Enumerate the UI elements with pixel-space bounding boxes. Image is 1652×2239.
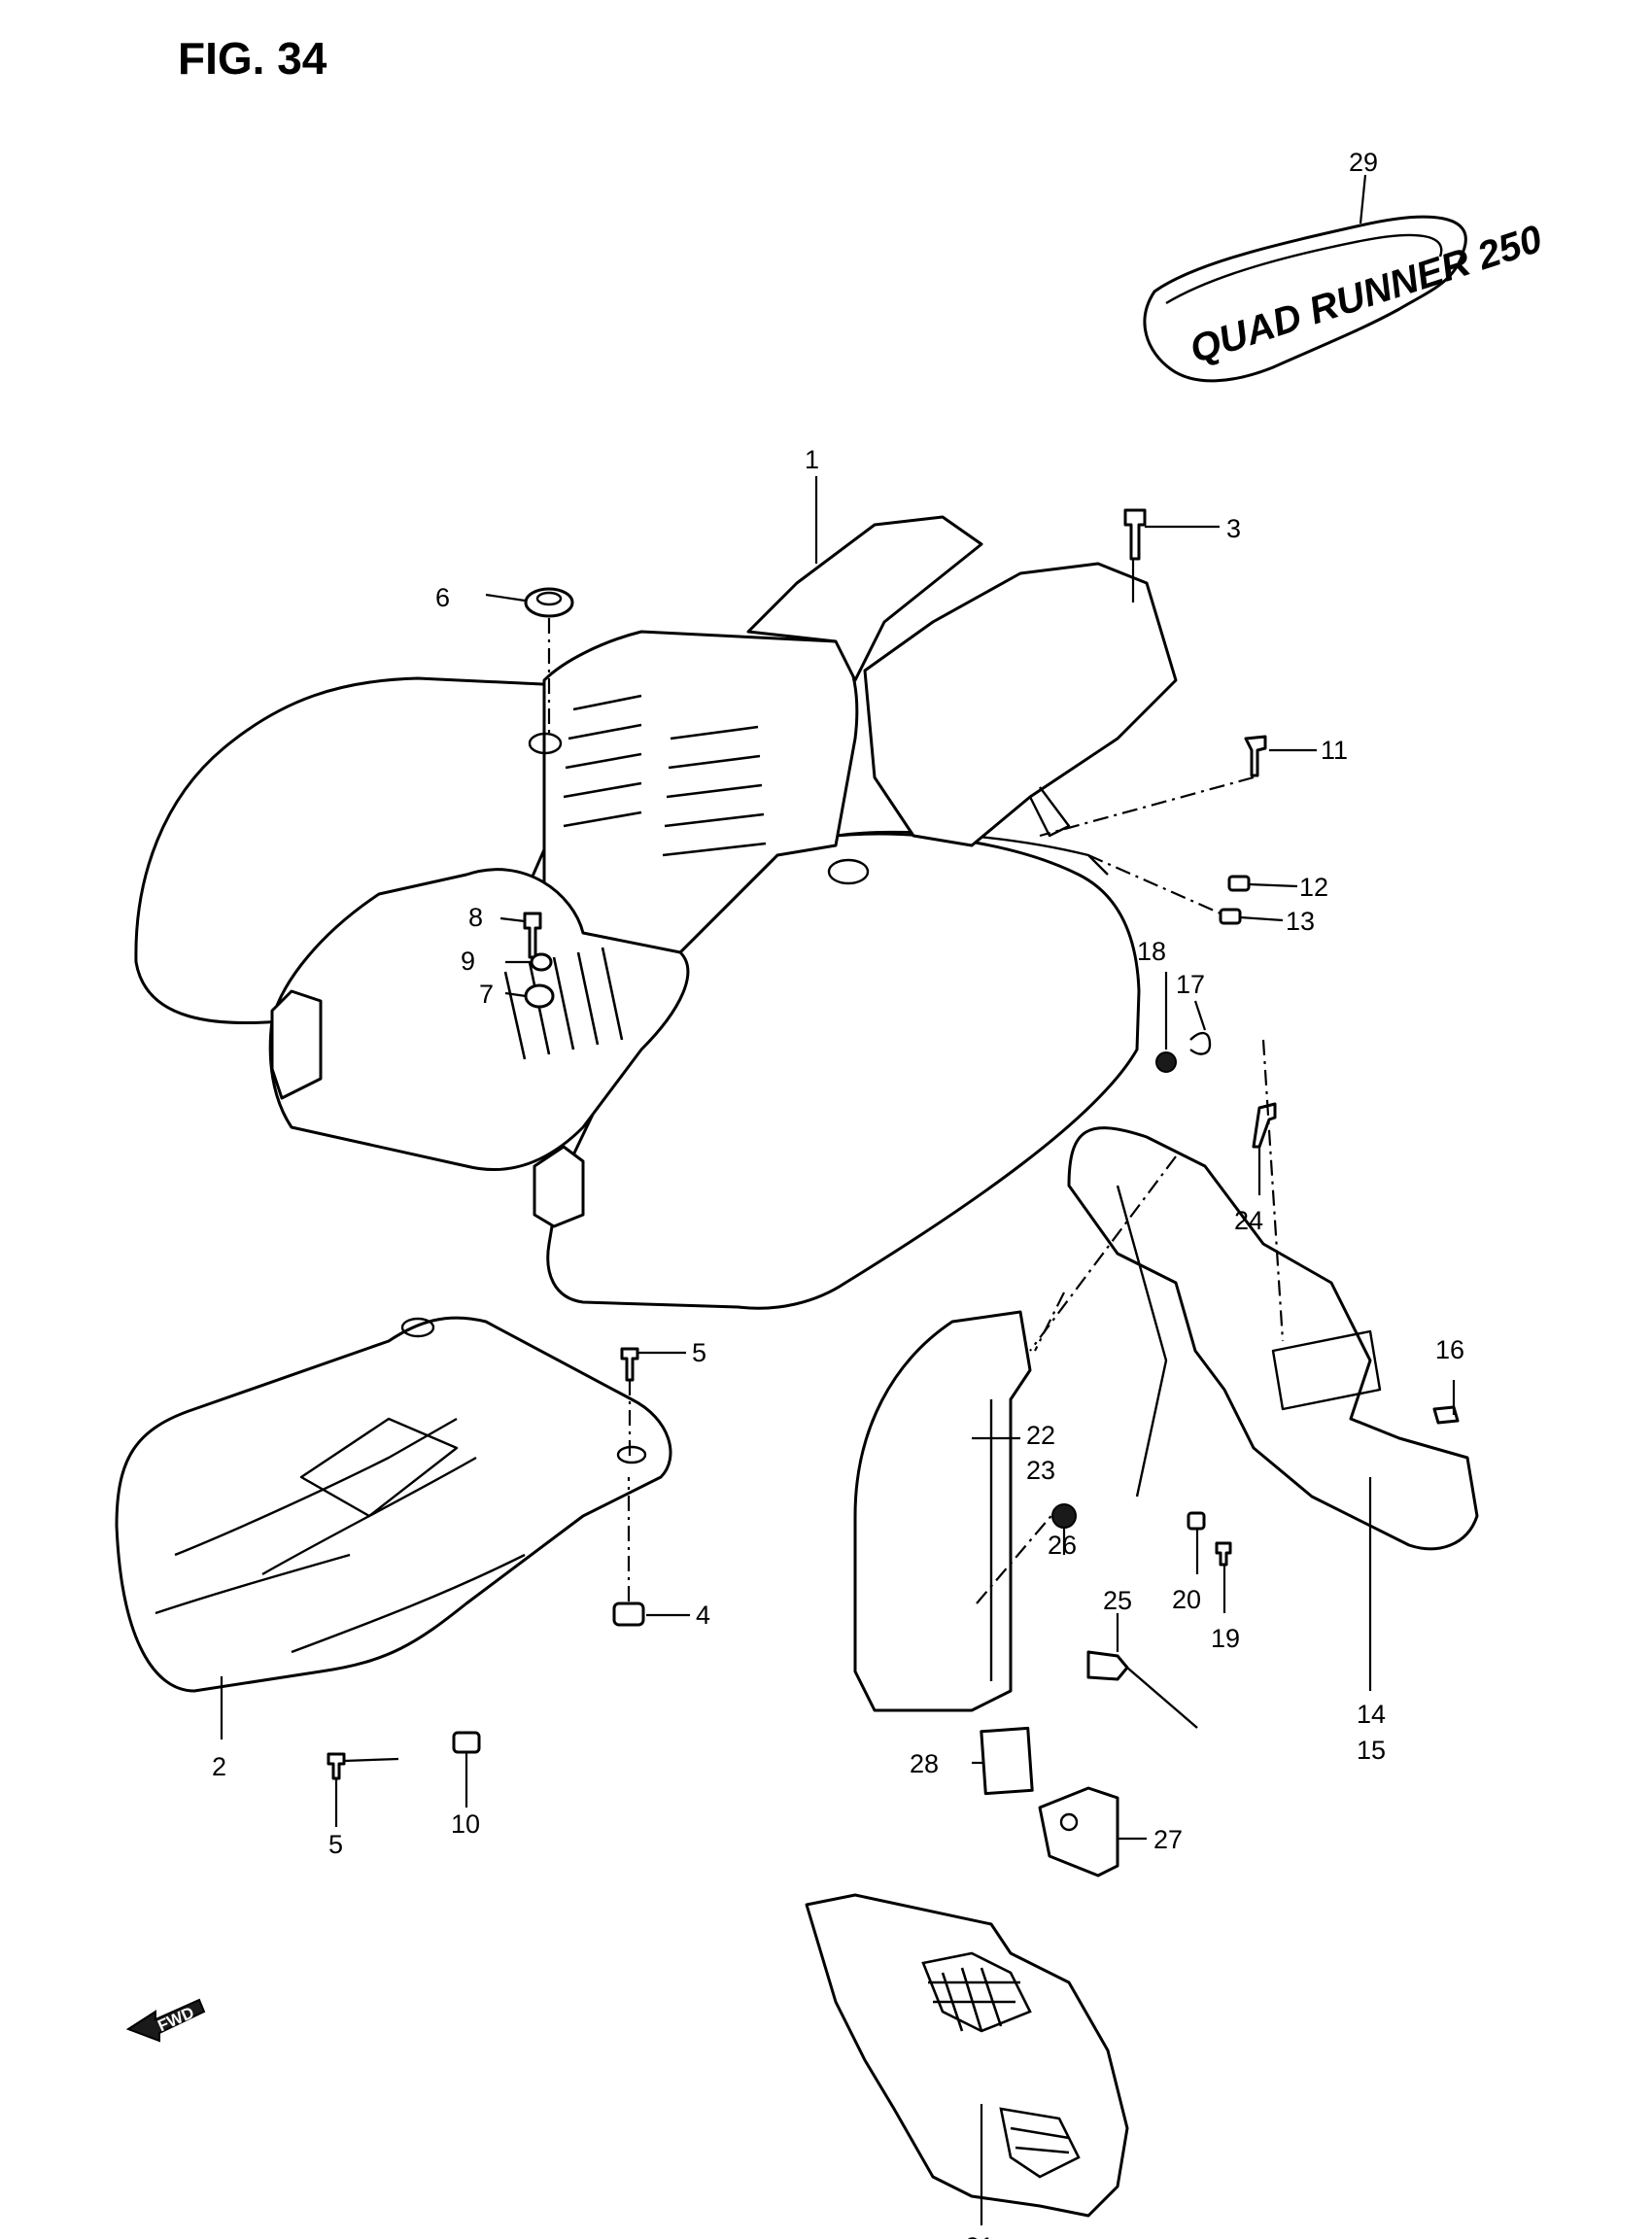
cover-2	[115, 1316, 672, 1693]
lower-panel-21	[805, 1893, 1129, 2218]
leader-lines	[220, 174, 1456, 2225]
callout-27: 27	[1153, 1825, 1183, 1854]
callout-15: 15	[1357, 1736, 1386, 1765]
callout-9: 9	[461, 947, 475, 976]
callout-1: 1	[805, 445, 819, 474]
logo-decal-29: QUAD RUNNER 250	[1143, 215, 1547, 383]
callout-2: 2	[212, 1752, 226, 1781]
callout-28: 28	[910, 1749, 939, 1778]
callout-24: 24	[1234, 1206, 1263, 1235]
bracket-27	[1038, 1786, 1119, 1877]
front-fender-1	[134, 515, 1178, 1310]
callout-14: 14	[1357, 1700, 1386, 1729]
callout-4: 4	[696, 1601, 710, 1630]
callout-21: 21	[965, 2232, 994, 2239]
callout-7: 7	[479, 980, 494, 1009]
side-panel-14	[1067, 1126, 1479, 1551]
callout-29: 29	[1349, 148, 1378, 177]
callout-17: 17	[1176, 970, 1205, 999]
callout-12: 12	[1299, 873, 1328, 902]
callout-19: 19	[1211, 1624, 1240, 1653]
callout-18: 18	[1137, 937, 1166, 966]
callout-22: 22	[1026, 1421, 1055, 1450]
forward-arrow-icon: FWD	[125, 1998, 206, 2043]
side-guard-22	[853, 1310, 1032, 1712]
hardware	[327, 508, 1460, 1780]
callout-5-lower: 5	[328, 1830, 343, 1859]
callout-8: 8	[468, 903, 483, 932]
callout-3: 3	[1226, 514, 1241, 543]
figure-title: FIG. 34	[178, 33, 327, 84]
pad-28	[980, 1726, 1034, 1796]
callout-26: 26	[1048, 1531, 1077, 1560]
callout-11: 11	[1321, 736, 1348, 765]
callout-16: 16	[1435, 1335, 1464, 1364]
callout-13: 13	[1286, 907, 1315, 936]
callout-labels: 1 2 3 4 5 5 6 7 8 9 10 11 12 13 14 15 16…	[212, 148, 1464, 2239]
fwd-label: FWD	[155, 2003, 196, 2035]
callout-5-upper: 5	[692, 1338, 706, 1367]
callout-20: 20	[1172, 1585, 1201, 1614]
callout-6: 6	[435, 583, 450, 612]
callout-23: 23	[1026, 1456, 1055, 1485]
callout-10: 10	[451, 1809, 480, 1839]
callout-25: 25	[1103, 1586, 1132, 1615]
